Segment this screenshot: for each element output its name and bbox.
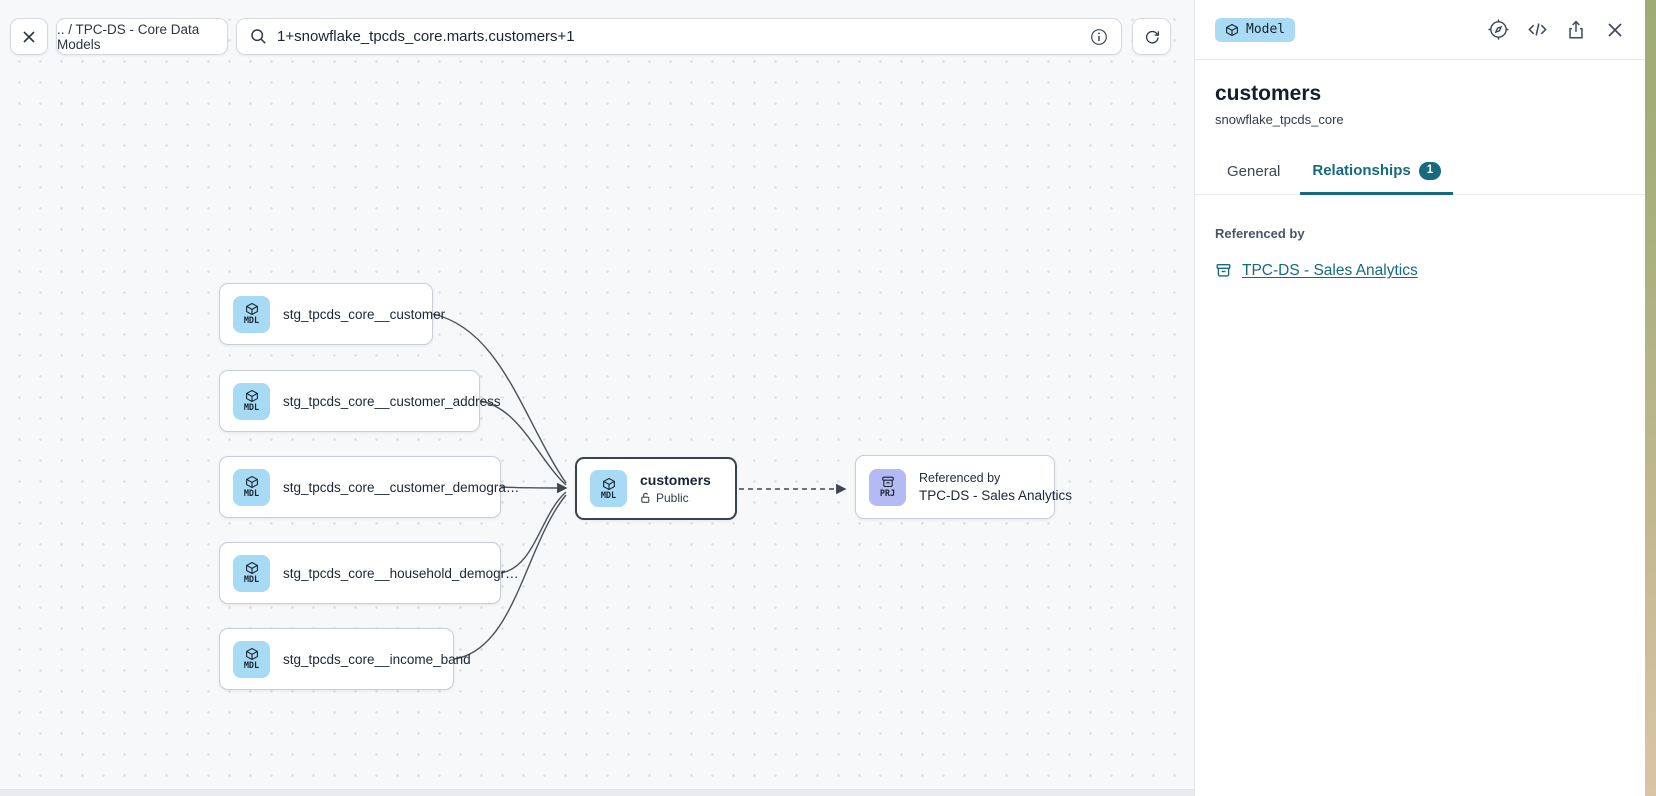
model-tile: MDL bbox=[233, 296, 270, 333]
node-label: customers bbox=[640, 472, 711, 488]
info-icon[interactable] bbox=[1090, 28, 1108, 46]
desktop-wallpaper-strip bbox=[1645, 0, 1656, 796]
cube-icon bbox=[602, 477, 616, 491]
lineage-canvas[interactable]: MDL stg_tpcds_core__customer MDL stg_tpc… bbox=[0, 0, 1194, 796]
graph-node-stg-household-demographics[interactable]: MDL stg_tpcds_core__household_demogr… bbox=[219, 542, 501, 604]
node-label: stg_tpcds_core__household_demogr… bbox=[283, 566, 519, 581]
share-button[interactable] bbox=[1564, 18, 1588, 42]
explore-lineage-button[interactable] bbox=[1486, 18, 1510, 42]
model-tile: MDL bbox=[233, 469, 270, 506]
archive-icon bbox=[881, 475, 895, 489]
code-icon bbox=[1526, 18, 1549, 41]
node-type-label: PRJ bbox=[880, 490, 895, 499]
close-panel-button[interactable] bbox=[1603, 18, 1627, 42]
referenced-by-link[interactable]: TPC-DS - Sales Analytics bbox=[1215, 262, 1625, 280]
panel-header: Model bbox=[1195, 0, 1645, 60]
node-label: stg_tpcds_core__income_band bbox=[283, 652, 471, 667]
node-label: stg_tpcds_core__customer_demogra… bbox=[283, 480, 519, 495]
graph-node-stg-customer[interactable]: MDL stg_tpcds_core__customer bbox=[219, 283, 433, 345]
node-label: stg_tpcds_core__customer_address bbox=[283, 394, 501, 409]
close-icon bbox=[21, 29, 37, 45]
graph-node-stg-income-band[interactable]: MDL stg_tpcds_core__income_band bbox=[219, 628, 454, 690]
breadcrumb[interactable]: .. / TPC-DS - Core Data Models bbox=[56, 18, 228, 55]
graph-node-stg-customer-address[interactable]: MDL stg_tpcds_core__customer_address bbox=[219, 370, 480, 432]
breadcrumb-label: .. / TPC-DS - Core Data Models bbox=[57, 22, 227, 52]
model-tile: MDL bbox=[233, 383, 270, 420]
search-input[interactable] bbox=[277, 28, 1080, 45]
search-bar[interactable] bbox=[236, 18, 1122, 55]
search-icon bbox=[250, 28, 267, 45]
graph-node-referenced-project[interactable]: PRJ Referenced by TPC-DS - Sales Analyti… bbox=[855, 455, 1055, 519]
panel-subtitle: snowflake_tpcds_core bbox=[1215, 112, 1625, 127]
node-type-label: MDL bbox=[244, 576, 259, 585]
graph-node-customers-selected[interactable]: MDL customers Public bbox=[575, 457, 737, 520]
cube-icon bbox=[245, 647, 259, 661]
panel-title: customers bbox=[1215, 82, 1625, 106]
visibility-label: Public bbox=[656, 491, 689, 505]
tab-general[interactable]: General bbox=[1215, 151, 1292, 194]
model-type-badge: Model bbox=[1215, 18, 1295, 42]
horizontal-scrollbar[interactable] bbox=[0, 789, 1194, 796]
details-panel: Model customers snowflake_tpcds_core Gen… bbox=[1194, 0, 1645, 796]
cube-icon bbox=[245, 302, 259, 316]
node-type-label: MDL bbox=[244, 662, 259, 671]
node-type-label: MDL bbox=[244, 317, 259, 326]
model-tile: MDL bbox=[590, 470, 627, 507]
share-icon bbox=[1565, 19, 1587, 41]
tab-bar: General Relationships 1 bbox=[1195, 151, 1645, 195]
node-caption: Referenced by bbox=[919, 471, 1072, 485]
tab-general-label: General bbox=[1227, 163, 1280, 180]
project-tile: PRJ bbox=[869, 469, 906, 506]
referenced-by-label: Referenced by bbox=[1215, 226, 1625, 241]
referenced-by-link-label: TPC-DS - Sales Analytics bbox=[1242, 262, 1418, 280]
cube-icon bbox=[245, 475, 259, 489]
cube-icon bbox=[245, 561, 259, 575]
node-label: TPC-DS - Sales Analytics bbox=[919, 488, 1072, 503]
refresh-button[interactable] bbox=[1132, 18, 1171, 55]
close-button[interactable] bbox=[10, 18, 48, 55]
lineage-edges bbox=[0, 0, 1194, 796]
relationships-count-badge: 1 bbox=[1419, 162, 1441, 180]
lock-open-icon bbox=[640, 492, 651, 504]
node-label: stg_tpcds_core__customer bbox=[283, 307, 445, 322]
node-type-label: MDL bbox=[601, 492, 616, 501]
cube-icon bbox=[1225, 23, 1239, 37]
model-type-badge-label: Model bbox=[1246, 23, 1285, 36]
refresh-icon bbox=[1143, 28, 1161, 46]
view-code-button[interactable] bbox=[1525, 18, 1549, 42]
node-type-label: MDL bbox=[244, 404, 259, 413]
graph-node-stg-customer-demographics[interactable]: MDL stg_tpcds_core__customer_demogra… bbox=[219, 456, 501, 518]
archive-icon bbox=[1215, 262, 1232, 279]
tab-relationships-label: Relationships bbox=[1312, 162, 1410, 179]
model-tile: MDL bbox=[233, 641, 270, 678]
compass-icon bbox=[1487, 18, 1510, 41]
tab-relationships[interactable]: Relationships 1 bbox=[1300, 151, 1453, 195]
model-tile: MDL bbox=[233, 555, 270, 592]
node-type-label: MDL bbox=[244, 490, 259, 499]
cube-icon bbox=[245, 389, 259, 403]
close-icon bbox=[1605, 20, 1625, 40]
